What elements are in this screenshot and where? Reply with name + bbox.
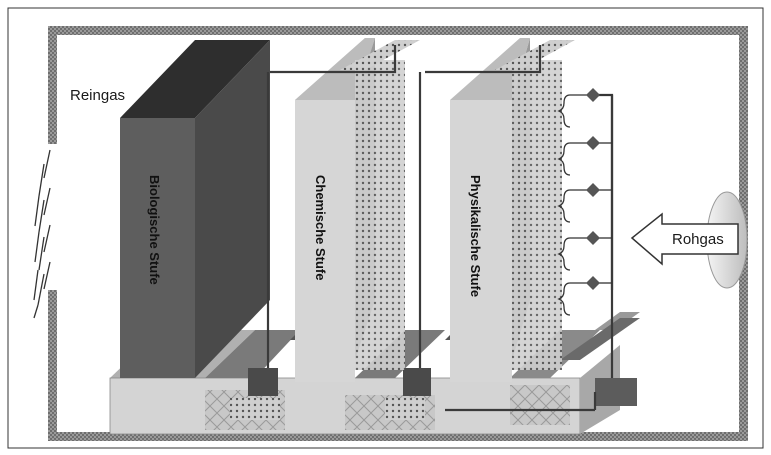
spray-nozzles xyxy=(557,88,612,316)
rohgas-label: Rohgas xyxy=(672,231,724,248)
reingas-label: Reingas xyxy=(70,87,125,104)
biological-stage xyxy=(120,40,270,378)
chemical-stage xyxy=(295,38,420,382)
raw-gas-inlet xyxy=(630,191,748,289)
physical-stage xyxy=(450,38,575,382)
chemical-stage-label: Chemische Stufe xyxy=(313,175,328,280)
outlet-louvres xyxy=(33,149,51,319)
biological-stage-label: Biologische Stufe xyxy=(147,175,162,285)
physical-stage-label: Physikalische Stufe xyxy=(468,175,483,297)
rohgas-arrow xyxy=(630,212,739,266)
